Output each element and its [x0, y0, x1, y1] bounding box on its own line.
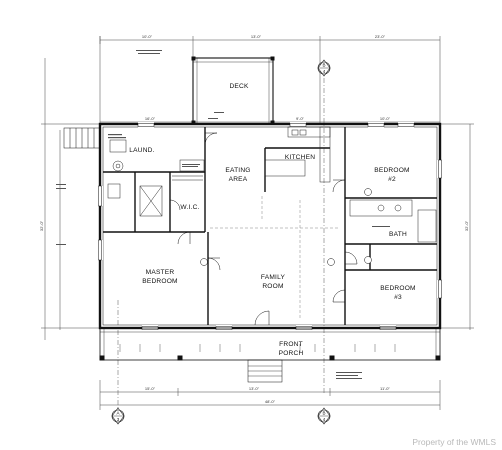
room-label-deck: DECK [229, 83, 249, 90]
porch-ticks [119, 344, 396, 352]
front-porch [99, 327, 441, 383]
dim-bottom-mid: 13'-0" [249, 386, 260, 391]
section-marker-bottom-right: B 4 [317, 407, 331, 425]
room-label-bedroom3-line2: #3 [394, 294, 402, 301]
room-label-eating-area-line1: EATING [225, 167, 250, 174]
dimension-lines [41, 36, 474, 410]
room-label-eating-area-line2: AREA [229, 176, 248, 183]
dim-upper-left: 16'-0" [145, 116, 156, 121]
room-label-bedroom2-line2: #2 [388, 176, 396, 183]
section-marker-top-right: B 4 [317, 59, 331, 77]
room-label-family-line2: ROOM [262, 283, 283, 290]
dim-upper-mid: 9'-0" [296, 116, 305, 121]
dim-top-mid: 13'-0" [251, 34, 262, 39]
section-marker-sheet: 4 [323, 69, 326, 74]
cabinetry [107, 126, 437, 243]
ceiling-lines [210, 196, 340, 320]
section-marker-letter: B [322, 63, 325, 68]
dim-top-left: 10'-0" [142, 34, 153, 39]
dim-left-total: 32'-0" [39, 220, 44, 231]
section-cut-lines [117, 78, 325, 410]
room-label-bedroom3-line1: BEDROOM [380, 285, 415, 292]
section-marker-sheet: 3 [117, 417, 120, 422]
dim-top-right: 23'-0" [375, 34, 386, 39]
room-label-family-line1: FAMILY [261, 274, 286, 281]
watermark: Property of the WMLS [412, 437, 496, 447]
room-label-master-line2: BEDROOM [142, 278, 177, 285]
room-label-wic: W.I.C. [180, 204, 199, 211]
dim-right-total: 32'-0" [464, 220, 469, 231]
section-marker-bottom-left: A 3 [111, 407, 125, 425]
room-label-master-line1: MASTER [146, 269, 175, 276]
dim-upper-right: 10'-0" [380, 116, 391, 121]
room-label-laundry: LAUND. [129, 147, 154, 154]
annotation-ticks [56, 50, 390, 379]
room-label-porch-line1: FRONT [279, 341, 303, 348]
room-label-kitchen: KITCHEN [285, 154, 315, 161]
dim-bottom-left: 15'-0" [145, 386, 156, 391]
deck [191, 56, 275, 125]
dim-bottom-total: 48'-0" [265, 399, 276, 404]
doors [169, 132, 358, 326]
dim-bottom-right: 11'-0" [380, 386, 390, 391]
room-tags [200, 188, 372, 266]
room-label-bedroom2-line1: BEDROOM [374, 167, 409, 174]
room-label-porch-line2: PORCH [279, 350, 304, 357]
section-marker-letter: A [116, 411, 119, 416]
room-label-bath: BATH [389, 231, 407, 238]
section-marker-sheet: 4 [323, 417, 326, 422]
rear-stair [63, 127, 101, 149]
section-marker-letter: B [322, 411, 325, 416]
